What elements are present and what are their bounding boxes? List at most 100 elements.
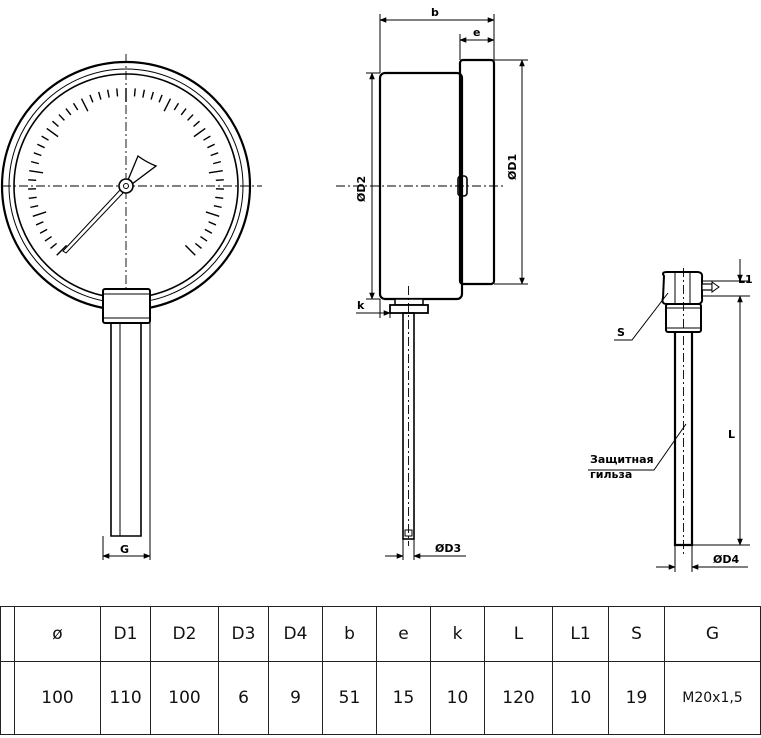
dial-tick bbox=[215, 196, 224, 199]
dial-tick bbox=[207, 143, 215, 149]
dial-tick bbox=[41, 135, 49, 141]
spec-table: ø D1 D2 D3 D4 b e k L L1 S G 100 110 100… bbox=[0, 606, 761, 735]
dial-tick bbox=[44, 236, 52, 242]
table-value-cell: 10 bbox=[552, 661, 609, 735]
side-stem-tip bbox=[404, 529, 413, 537]
thermowell-screw bbox=[701, 283, 713, 291]
dial-tick bbox=[163, 98, 172, 112]
dial-tick bbox=[193, 127, 206, 138]
spec-table-header-row: ø D1 D2 D3 D4 b e k L L1 S G bbox=[0, 606, 761, 662]
dial-tick bbox=[208, 169, 223, 174]
dial-tick bbox=[37, 143, 45, 149]
table-header-cell: b bbox=[322, 606, 377, 662]
dial-tick bbox=[116, 88, 119, 97]
dial-tick bbox=[33, 152, 42, 157]
table-value-cell: 6 bbox=[218, 661, 269, 735]
dial-tick bbox=[72, 102, 79, 111]
thermowell-view bbox=[588, 259, 750, 572]
dial-tick bbox=[193, 120, 200, 128]
dial-tick bbox=[28, 196, 37, 199]
dial-tick bbox=[106, 89, 110, 98]
table-header-cell: D3 bbox=[218, 606, 269, 662]
dial-tick bbox=[184, 244, 196, 256]
technical-drawing: b e ØD1 ØD2 k ØD3 ØD4 G S L L1 Защитная … bbox=[0, 6, 753, 572]
dial-tick bbox=[208, 221, 217, 226]
dial-tick bbox=[30, 160, 40, 165]
dial-tick bbox=[50, 242, 58, 250]
table-value-cell: 51 bbox=[322, 661, 377, 735]
table-header-cell: ø bbox=[14, 606, 101, 662]
dial-tick bbox=[213, 204, 222, 209]
dial-tick bbox=[187, 114, 194, 121]
side-stem bbox=[402, 312, 415, 540]
dial-tick bbox=[39, 228, 48, 234]
dial-tick bbox=[212, 160, 222, 165]
table-header-cell: D2 bbox=[150, 606, 219, 662]
table-header-cell: L bbox=[484, 606, 553, 662]
dial-tick bbox=[35, 221, 44, 226]
dial-tick bbox=[58, 114, 65, 121]
table-value-cell: 15 bbox=[376, 661, 431, 735]
gauge-pointer bbox=[62, 189, 124, 254]
side-nut-lower bbox=[389, 304, 429, 314]
table-header-cell: L1 bbox=[552, 606, 609, 662]
table-value-cell: 19 bbox=[608, 661, 665, 735]
label-d2: ØD2 bbox=[355, 176, 368, 202]
table-header-cell: G bbox=[664, 606, 761, 662]
label-d4: ØD4 bbox=[713, 553, 739, 566]
table-value-cell: 10 bbox=[430, 661, 485, 735]
dial-tick bbox=[180, 108, 187, 116]
front-stem bbox=[110, 323, 142, 537]
table-header-cell: D1 bbox=[100, 606, 151, 662]
pointer-hub-center bbox=[123, 183, 129, 189]
dial-tick bbox=[158, 94, 163, 103]
front-view bbox=[0, 54, 262, 560]
label-g: G bbox=[120, 543, 129, 556]
dial-tick bbox=[80, 98, 89, 112]
dial-tick bbox=[52, 120, 59, 128]
table-value-cell: 100 bbox=[150, 661, 219, 735]
dial-tick bbox=[30, 204, 39, 209]
dial-tick bbox=[205, 211, 220, 217]
label-sleeve-1: Защитная bbox=[590, 453, 654, 466]
dial-tick bbox=[97, 91, 102, 100]
label-k: k bbox=[357, 299, 365, 312]
label-b: b bbox=[431, 6, 439, 19]
dial-tick bbox=[142, 89, 146, 98]
dial-tick bbox=[150, 91, 155, 100]
table-value-cell: M20x1,5 bbox=[664, 661, 761, 735]
dial-tick bbox=[133, 88, 136, 97]
thermowell-hex bbox=[661, 271, 704, 305]
table-value-cell: 120 bbox=[484, 661, 553, 735]
label-d1: ØD1 bbox=[506, 154, 519, 180]
side-bezel bbox=[458, 58, 496, 286]
label-s: S bbox=[617, 326, 625, 339]
dial-tick bbox=[28, 179, 37, 182]
dial-tick bbox=[210, 152, 219, 157]
table-header-cell: S bbox=[608, 606, 665, 662]
dial-tick bbox=[173, 102, 180, 111]
dial-tick bbox=[29, 169, 44, 174]
dial-tick bbox=[204, 228, 213, 234]
label-sleeve-2: гильза bbox=[590, 468, 632, 481]
dial-tick bbox=[194, 242, 202, 250]
table-lead-cell bbox=[0, 661, 15, 735]
front-thread bbox=[102, 288, 151, 324]
spec-table-value-row: 100 110 100 6 9 51 15 10 120 10 19 M20x1… bbox=[0, 661, 761, 735]
table-lead-cell bbox=[0, 606, 15, 662]
side-view bbox=[336, 14, 528, 560]
dial-tick bbox=[32, 211, 47, 217]
table-value-cell: 100 bbox=[14, 661, 101, 735]
label-d3: ØD3 bbox=[435, 542, 461, 555]
dial-tick bbox=[203, 135, 211, 141]
table-header-cell: e bbox=[376, 606, 431, 662]
dial-tick bbox=[215, 179, 224, 182]
label-l: L bbox=[728, 428, 735, 441]
table-value-cell: 110 bbox=[100, 661, 151, 735]
pointer-tail bbox=[127, 154, 158, 185]
dial-ticks bbox=[28, 88, 224, 256]
label-e: e bbox=[473, 26, 480, 39]
sleeve-leader bbox=[588, 423, 687, 471]
table-header-cell: D4 bbox=[268, 606, 323, 662]
label-l1: L1 bbox=[738, 273, 753, 286]
